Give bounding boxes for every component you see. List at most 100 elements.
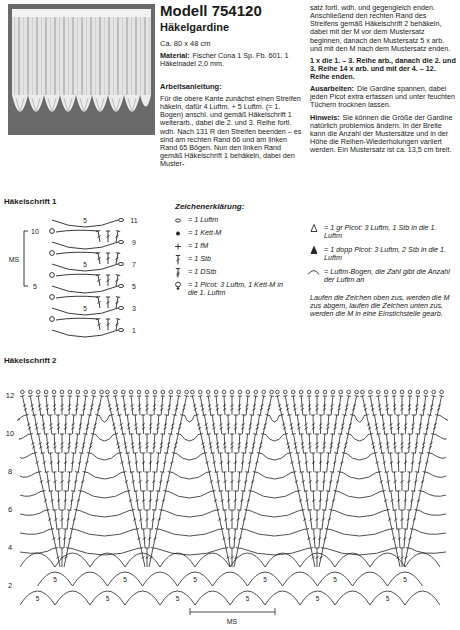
treble-bar bbox=[206, 395, 210, 397]
treble-symbol bbox=[402, 472, 403, 491]
treble-symbol bbox=[167, 434, 170, 453]
treble-mark bbox=[322, 481, 325, 483]
chart-number: 10 bbox=[30, 228, 40, 235]
treble-mark bbox=[293, 405, 296, 407]
treble-mark bbox=[146, 519, 149, 521]
picot-symbol bbox=[384, 390, 388, 394]
treble-mark bbox=[75, 443, 78, 445]
picot-symbol bbox=[153, 390, 157, 394]
treble-symbol bbox=[239, 396, 241, 415]
treble-bar bbox=[169, 395, 173, 397]
treble-symbol bbox=[383, 453, 386, 472]
treble-mark bbox=[202, 446, 205, 448]
chart-number: 5 bbox=[32, 283, 38, 290]
treble-mark bbox=[408, 443, 411, 445]
treble-symbol bbox=[267, 396, 271, 415]
treble-mark bbox=[61, 557, 64, 559]
treble-bar bbox=[176, 268, 180, 269]
body-text: Laufen die Zeichen oben zus, werden die … bbox=[310, 294, 456, 318]
chart-number: 8 bbox=[7, 468, 13, 476]
chart-number: 5 bbox=[131, 283, 137, 290]
treble-mark bbox=[53, 408, 56, 410]
treble-mark bbox=[210, 481, 213, 483]
treble-symbol bbox=[98, 231, 100, 242]
treble-mark bbox=[107, 324, 110, 326]
treble-bar bbox=[56, 414, 60, 415]
treble-mark bbox=[319, 500, 322, 502]
treble-symbol bbox=[128, 491, 132, 510]
treble-bar bbox=[339, 395, 343, 397]
legend-text: = 1 gr Picot: 3 Luftm, 1 Stb in die 1. L… bbox=[324, 224, 454, 240]
treble-symbol bbox=[54, 434, 55, 453]
treble-mark bbox=[148, 538, 151, 540]
treble-mark bbox=[53, 405, 56, 407]
treble-mark bbox=[146, 408, 149, 410]
treble-bar bbox=[400, 434, 404, 435]
treble-mark bbox=[386, 408, 389, 410]
treble-bar bbox=[141, 452, 145, 453]
treble-mark bbox=[433, 427, 436, 429]
treble-symbol bbox=[298, 453, 301, 472]
treble-bar bbox=[64, 490, 68, 491]
treble-symbol bbox=[150, 453, 152, 472]
chain-arc bbox=[283, 572, 318, 586]
picot-symbol bbox=[21, 390, 25, 394]
treble-mark bbox=[209, 443, 212, 445]
treble-mark bbox=[50, 462, 53, 464]
treble-mark bbox=[46, 443, 49, 445]
chain-arc bbox=[318, 572, 353, 586]
treble-symbol bbox=[170, 453, 174, 472]
treble-symbol bbox=[294, 472, 298, 491]
treble-symbol bbox=[154, 396, 156, 415]
treble-bar bbox=[322, 471, 326, 472]
treble-bar bbox=[172, 414, 176, 416]
treble-mark bbox=[134, 424, 137, 426]
treble-bar bbox=[214, 395, 218, 396]
chain-arc bbox=[52, 286, 118, 293]
chart-number: 2 bbox=[7, 582, 13, 590]
treble-mark bbox=[78, 462, 81, 464]
treble-bar bbox=[149, 414, 153, 415]
treble-bar bbox=[92, 395, 96, 397]
treble-symbol bbox=[244, 472, 247, 491]
treble-mark bbox=[404, 462, 407, 464]
treble-symbol bbox=[147, 396, 148, 415]
treble-symbol bbox=[317, 510, 318, 529]
treble-mark bbox=[418, 462, 421, 464]
treble-symbol bbox=[123, 396, 126, 415]
treble-mark bbox=[77, 500, 80, 502]
paragraph: Material:Fischer Cona 1 Sp. Fb. 601, 1 H… bbox=[160, 52, 305, 68]
treble-symbol bbox=[388, 510, 392, 529]
treble-symbol bbox=[390, 415, 391, 434]
treble-symbol bbox=[246, 396, 248, 415]
treble-mark bbox=[52, 538, 55, 540]
chain-arc bbox=[244, 529, 305, 536]
treble-mark bbox=[159, 481, 162, 483]
chain-symbol bbox=[118, 241, 123, 244]
treble-symbol bbox=[298, 491, 302, 510]
treble-mark bbox=[234, 500, 237, 502]
treble-symbol bbox=[404, 491, 406, 510]
treble-bar bbox=[388, 452, 392, 453]
treble-mark bbox=[38, 405, 41, 407]
treble-symbol bbox=[433, 415, 437, 434]
treble-bar bbox=[372, 414, 376, 416]
treble-symbol bbox=[320, 415, 321, 434]
treble-mark bbox=[107, 280, 110, 282]
treble-symbol bbox=[212, 415, 214, 434]
treble-symbol bbox=[297, 415, 299, 434]
section-heading: Zeichenerklärung: bbox=[175, 202, 305, 211]
chain-arc bbox=[99, 415, 109, 422]
treble-bar bbox=[400, 510, 404, 511]
chart-number: 5 bbox=[332, 577, 338, 584]
treble-symbol bbox=[119, 415, 122, 434]
treble-mark bbox=[405, 557, 408, 559]
treble-bar bbox=[257, 414, 261, 416]
chain-arc bbox=[410, 548, 446, 553]
treble-symbol bbox=[251, 472, 255, 491]
treble-symbol bbox=[175, 396, 178, 415]
treble-mark bbox=[168, 405, 171, 407]
treble-mark bbox=[308, 446, 311, 448]
treble-mark bbox=[301, 443, 304, 445]
treble-mark bbox=[137, 538, 140, 540]
